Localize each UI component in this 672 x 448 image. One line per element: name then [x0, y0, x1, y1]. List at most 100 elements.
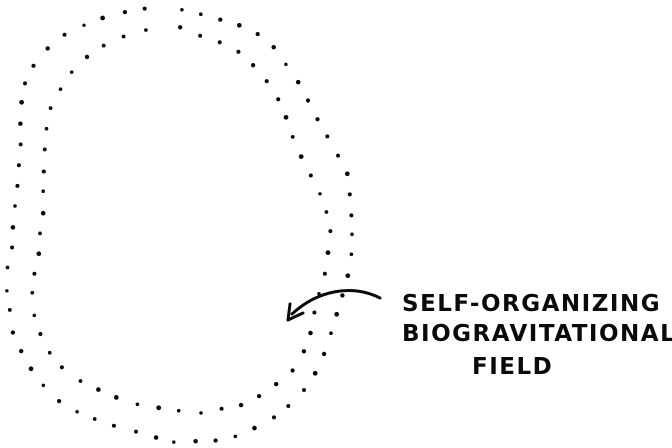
- inner-ring-dot: [328, 229, 332, 233]
- inner-ring-dot: [236, 50, 240, 54]
- inner-ring-dot: [299, 154, 304, 159]
- inner-ring-dot: [312, 311, 316, 315]
- outer-ring-dot: [93, 417, 97, 421]
- outer-ring-dot: [23, 81, 27, 85]
- inner-ring-dot: [136, 403, 140, 407]
- outer-dotted-ring: [5, 7, 354, 444]
- inner-ring-dot: [42, 169, 46, 173]
- outer-ring-dot: [8, 308, 12, 312]
- outer-ring-dot: [322, 352, 326, 356]
- outer-ring-dot: [75, 410, 79, 414]
- outer-ring-dot: [272, 415, 276, 419]
- outer-ring-dot: [199, 12, 203, 16]
- outer-ring-dot: [315, 117, 319, 121]
- outer-ring-dot: [329, 331, 333, 335]
- outer-ring-dot: [82, 24, 85, 27]
- outer-ring-dot: [63, 33, 67, 37]
- inner-ring-dot: [198, 34, 202, 38]
- outer-ring-dot: [19, 100, 24, 105]
- inner-ring-dot: [323, 272, 327, 276]
- inner-ring-dot: [102, 44, 106, 48]
- inner-ring-dot: [38, 332, 42, 336]
- inner-ring-dot: [290, 368, 294, 372]
- inner-ring-dot: [274, 382, 278, 386]
- inner-ring-dot: [30, 291, 34, 295]
- outer-ring-dot: [112, 424, 116, 428]
- outer-ring-dot: [134, 430, 138, 434]
- outer-ring-dot: [325, 134, 329, 138]
- outer-ring-dot: [17, 163, 21, 167]
- inner-ring-dot: [309, 174, 313, 178]
- outer-ring-dot: [306, 98, 310, 102]
- outer-ring-dot: [349, 213, 353, 217]
- outer-ring-dot: [340, 293, 344, 297]
- outer-ring-dot: [336, 154, 340, 158]
- outer-ring-dot: [313, 371, 318, 376]
- outer-ring-dot: [252, 426, 257, 431]
- field-label-line-3: FIELD: [472, 356, 553, 379]
- outer-ring-dot: [18, 121, 22, 125]
- inner-ring-dot: [49, 106, 53, 110]
- inner-ring-dot: [326, 250, 331, 255]
- inner-dotted-ring: [30, 25, 332, 415]
- inner-ring-dot: [79, 379, 83, 383]
- inner-ring-dot: [144, 28, 148, 32]
- outer-ring-dot: [5, 289, 8, 292]
- inner-ring-dot: [302, 349, 306, 353]
- inner-ring-dot: [265, 79, 269, 83]
- outer-ring-dot: [345, 273, 350, 278]
- inner-ring-dot: [85, 55, 89, 59]
- inner-ring-dot: [70, 70, 74, 74]
- outer-ring-dot: [15, 184, 19, 188]
- outer-ring-dot: [42, 384, 45, 387]
- outer-ring-dot: [296, 80, 301, 85]
- inner-ring-dot: [308, 331, 313, 336]
- outer-ring-dot: [284, 63, 287, 66]
- inner-ring-dot: [218, 40, 222, 44]
- inner-ring-dot: [325, 210, 329, 214]
- outer-ring-dot: [31, 64, 35, 68]
- outer-ring-dot: [6, 266, 10, 270]
- inner-ring-dot: [45, 127, 49, 131]
- inner-ring-dot: [48, 351, 52, 355]
- outer-ring-dot: [350, 252, 354, 256]
- inner-ring-dot: [36, 251, 41, 256]
- inner-ring-dot: [276, 97, 280, 101]
- inner-ring-dot: [41, 189, 45, 193]
- outer-ring-dot: [234, 435, 238, 439]
- inner-ring-dot: [251, 63, 255, 67]
- inner-ring-dot: [114, 395, 119, 400]
- inner-ring-dot: [38, 232, 42, 236]
- inner-ring-dot: [60, 365, 64, 369]
- outer-ring-dot: [143, 7, 147, 11]
- outer-ring-dot: [348, 192, 352, 196]
- outer-ring-dot: [19, 349, 23, 353]
- outer-ring-dot: [334, 312, 339, 317]
- outer-ring-dot: [213, 438, 217, 442]
- outer-ring-dot: [172, 440, 175, 443]
- pointer-arrow-shaft: [292, 291, 380, 314]
- outer-ring-dot: [180, 8, 184, 12]
- inner-ring-dot: [220, 407, 224, 411]
- inner-ring-dot: [199, 411, 202, 414]
- outer-ring-dot: [123, 10, 127, 14]
- inner-ring-dot: [318, 192, 321, 195]
- outer-ring-dot: [218, 17, 222, 21]
- outer-ring-dot: [302, 388, 306, 392]
- outer-ring-dot: [11, 330, 15, 334]
- outer-ring-dot: [350, 232, 354, 236]
- outer-ring-dot: [46, 46, 50, 50]
- inner-ring-dot: [177, 409, 181, 413]
- outer-ring-dot: [10, 246, 14, 250]
- inner-ring-dot: [59, 87, 63, 91]
- inner-ring-dot: [291, 135, 295, 139]
- inner-ring-dot: [41, 211, 46, 216]
- outer-ring-dot: [29, 366, 34, 371]
- outer-ring-dot: [345, 171, 350, 176]
- outer-ring-dot: [286, 404, 290, 408]
- inner-ring-dot: [178, 25, 182, 29]
- outer-ring-dot: [11, 225, 16, 230]
- inner-ring-dot: [33, 314, 37, 318]
- field-label-line-2: BIOGRAVITATIONAL: [402, 323, 672, 346]
